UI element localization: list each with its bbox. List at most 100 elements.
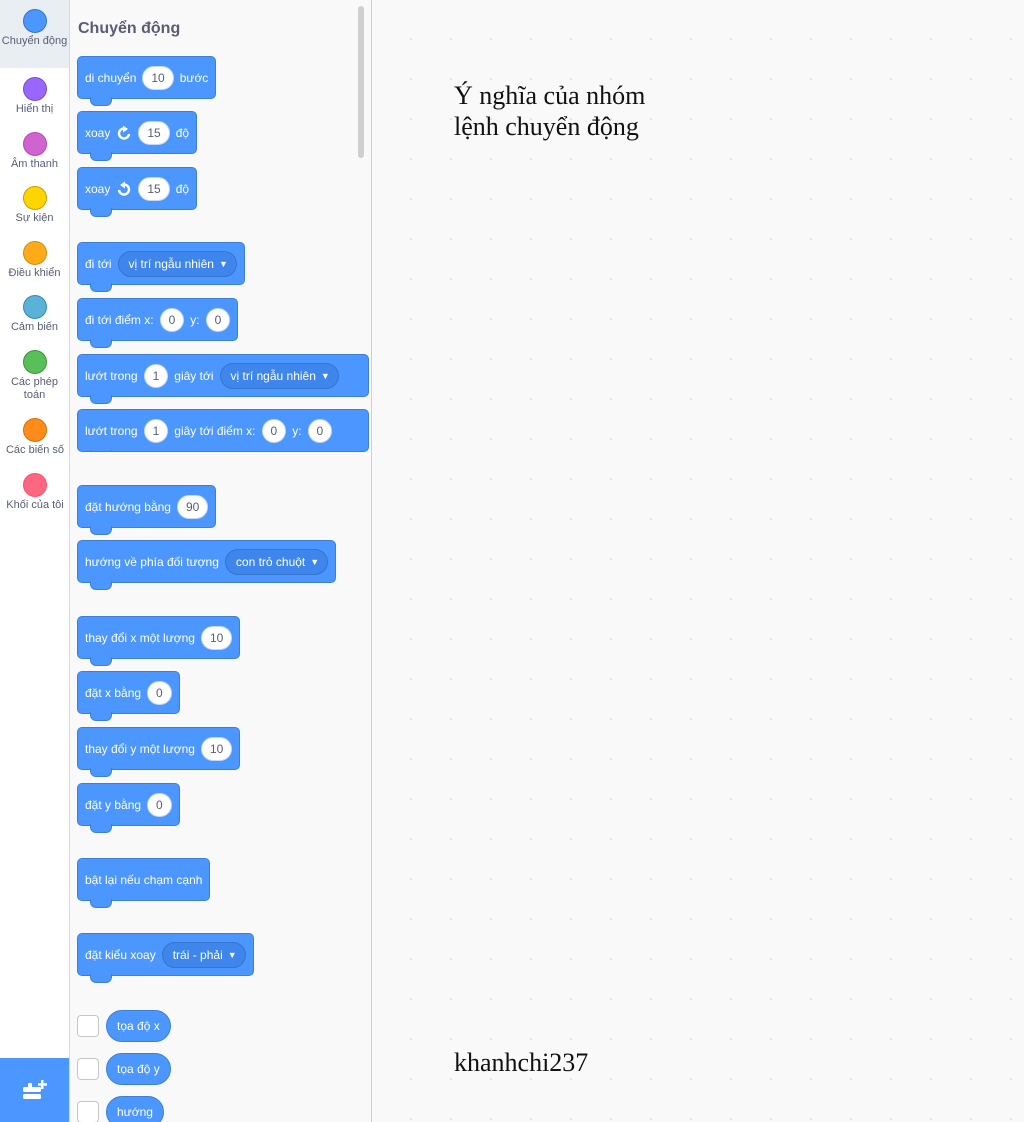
move-steps-block[interactable]: di chuyển 10 bước [77, 56, 217, 106]
point-towards-block[interactable]: hướng về phía đối tượng con trỏ chuột ▼ [77, 540, 337, 590]
chevron-down-icon: ▼ [227, 949, 237, 960]
block-text: lướt trong [85, 423, 138, 438]
turn-right-block[interactable]: xoay 15 độ [77, 111, 198, 161]
category-events[interactable]: Sự kiện [0, 186, 69, 225]
rotate-counterclockwise-icon [118, 181, 131, 196]
y-position-checkbox[interactable] [77, 1058, 99, 1080]
set-x-block[interactable]: đặt x bằng 0 [77, 671, 180, 721]
reporter-label: hướng [117, 1105, 153, 1119]
block-text: xoay [85, 125, 111, 140]
chevron-down-icon: ▼ [218, 258, 228, 269]
category-label: Cảm biến [10, 321, 59, 333]
block-text: đặt y bằng [85, 797, 142, 812]
block-text: độ [175, 181, 190, 196]
rotation-style-dropdown[interactable]: trái - phải ▼ [161, 941, 246, 968]
category-label: Hiển thị [15, 103, 54, 115]
x-input[interactable]: 0 [159, 307, 185, 332]
category-motion[interactable]: Chuyển động [0, 0, 69, 68]
category-label: Các phép toán [10, 376, 59, 401]
block-text: độ [175, 125, 190, 140]
x-position-reporter[interactable]: tọa độ x [106, 1010, 171, 1042]
category-label: Chuyển động [1, 35, 68, 47]
set-y-block[interactable]: đặt y bằng 0 [77, 783, 180, 833]
category-label: Âm thanh [10, 158, 59, 170]
add-extension-button[interactable] [0, 1058, 69, 1122]
note-line: Ý nghĩa của nhóm [454, 81, 646, 110]
category-control[interactable]: Điều khiển [0, 241, 69, 280]
seconds-input[interactable]: 1 [143, 418, 169, 443]
category-operators[interactable]: Các phép toán [0, 350, 69, 402]
category-my-blocks[interactable]: Khối của tôi [0, 473, 69, 512]
category-menu: Chuyển động Hiển thị Âm thanh Sự kiện Đi… [0, 0, 70, 1122]
reporter-label: tọa độ x [117, 1019, 160, 1033]
goto-target-dropdown[interactable]: vị trí ngẫu nhiên ▼ [117, 250, 237, 277]
category-variables[interactable]: Các biến số [0, 418, 69, 457]
block-text: y: [190, 312, 200, 327]
variables-category-icon [22, 418, 47, 442]
set-y-input[interactable]: 0 [147, 792, 172, 817]
block-text: thay đổi y một lượng [85, 741, 195, 756]
block-text: di chuyển [85, 70, 137, 85]
y-input[interactable]: 0 [205, 307, 231, 332]
block-text: y: [292, 423, 302, 438]
note-line: lệnh chuyển động [454, 112, 639, 141]
category-label: Khối của tôi [6, 499, 64, 511]
set-x-input[interactable]: 0 [147, 680, 172, 705]
direction-input[interactable]: 90 [176, 494, 209, 519]
steps-input[interactable]: 10 [142, 65, 174, 90]
x-input[interactable]: 0 [261, 418, 287, 443]
category-label: Sự kiện [15, 212, 54, 224]
change-y-block[interactable]: thay đổi y một lượng 10 [77, 727, 241, 777]
category-looks[interactable]: Hiển thị [0, 77, 69, 116]
direction-checkbox[interactable] [77, 1101, 99, 1122]
dropdown-value: con trỏ chuột [235, 554, 306, 569]
block-text: thay đổi x một lượng [85, 630, 195, 645]
x-position-checkbox[interactable] [77, 1015, 99, 1037]
dropdown-value: trái - phải [172, 947, 223, 962]
turn-left-block[interactable]: xoay 15 độ [77, 167, 198, 217]
rotate-clockwise-icon [118, 125, 131, 140]
block-text: xoay [85, 181, 111, 196]
glide-target-dropdown[interactable]: vị trí ngẫu nhiên ▼ [219, 362, 339, 389]
block-text: lướt trong [85, 368, 138, 383]
point-direction-block[interactable]: đặt hướng bằng 90 [77, 485, 217, 535]
workspace-note: Ý nghĩa của nhóm lệnh chuyển động [454, 80, 645, 142]
my-blocks-category-icon [22, 473, 47, 497]
degrees-input[interactable]: 15 [138, 176, 170, 201]
motion-category-icon [22, 9, 47, 33]
block-text: đi tới điểm x: [85, 312, 154, 327]
operators-category-icon [22, 350, 47, 374]
change-x-block[interactable]: thay đổi x một lượng 10 [77, 616, 241, 666]
block-palette: Chuyển động di chuyển 10 bước xoay 15 độ… [70, 0, 372, 1122]
change-x-input[interactable]: 10 [200, 625, 233, 650]
change-y-input[interactable]: 10 [200, 736, 233, 761]
glide-to-block[interactable]: lướt trong 1 giây tới vị trí ngẫu nhiên … [77, 354, 369, 404]
block-text: hướng về phía đối tượng [85, 554, 219, 569]
block-text: đi tới [85, 256, 112, 271]
towards-target-dropdown[interactable]: con trỏ chuột ▼ [224, 548, 329, 575]
seconds-input[interactable]: 1 [143, 363, 169, 388]
category-label: Điều khiển [8, 267, 61, 279]
block-text: bật lại nếu chạm cạnh [85, 872, 203, 887]
chevron-down-icon: ▼ [310, 556, 320, 567]
add-extension-icon [22, 1080, 47, 1099]
bounce-on-edge-block[interactable]: bật lại nếu chạm cạnh [77, 858, 211, 908]
y-position-reporter[interactable]: tọa độ y [106, 1053, 171, 1085]
go-to-xy-block[interactable]: đi tới điểm x: 0 y: 0 [77, 298, 239, 348]
category-sound[interactable]: Âm thanh [0, 132, 69, 171]
sound-category-icon [22, 132, 47, 156]
watermark-text: khanhchi237 [454, 1048, 589, 1077]
go-to-block[interactable]: đi tới vị trí ngẫu nhiên ▼ [77, 242, 245, 292]
category-sensing[interactable]: Cảm biến [0, 295, 69, 334]
glide-to-xy-block[interactable]: lướt trong 1 giây tới điểm x: 0 y: 0 [77, 409, 369, 452]
y-input[interactable]: 0 [307, 418, 333, 443]
palette-scrollbar[interactable] [358, 6, 364, 158]
set-rotation-style-block[interactable]: đặt kiểu xoay trái - phải ▼ [77, 933, 254, 983]
direction-reporter[interactable]: hướng [106, 1096, 164, 1122]
looks-category-icon [22, 77, 47, 101]
events-category-icon [22, 186, 47, 210]
chevron-down-icon: ▼ [320, 370, 330, 381]
degrees-input[interactable]: 15 [138, 120, 170, 145]
script-workspace[interactable]: Ý nghĩa của nhóm lệnh chuyển động khanhc… [372, 0, 1024, 1122]
dropdown-value: vị trí ngẫu nhiên [128, 256, 214, 271]
